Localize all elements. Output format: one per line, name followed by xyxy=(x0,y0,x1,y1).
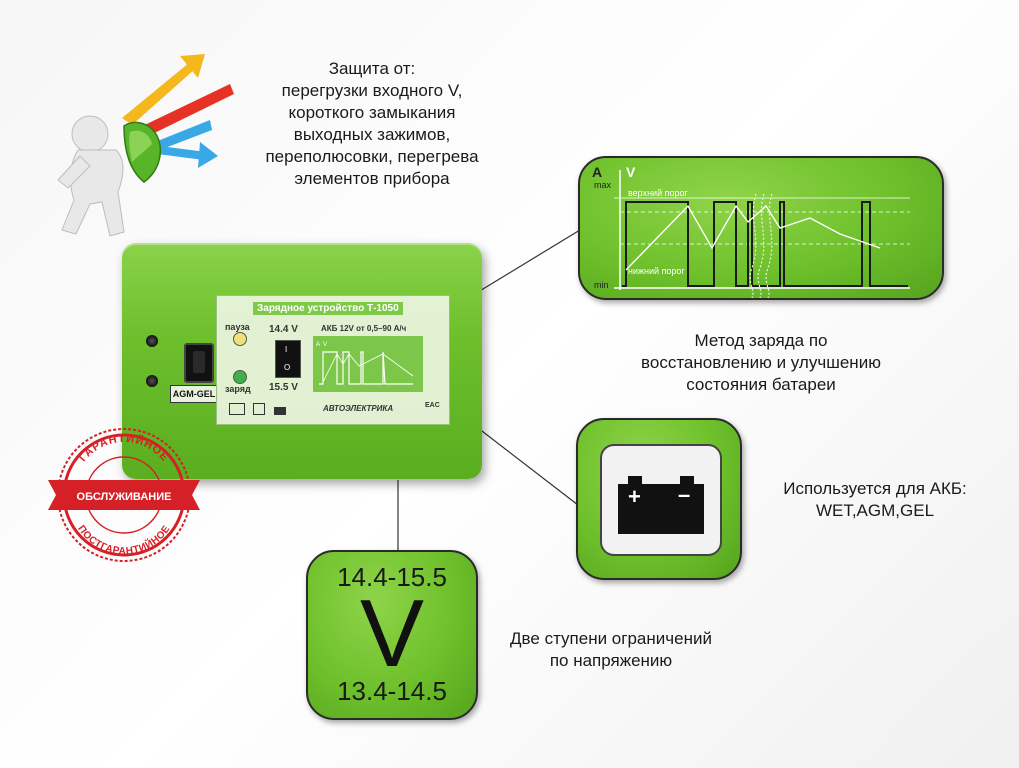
battery-line: WET,AGM,GEL xyxy=(815,501,935,520)
pause-label: пауза xyxy=(225,322,250,332)
stamp-banner-text: ОБСЛУЖИВАНИЕ xyxy=(77,491,172,503)
charge-label: заряд xyxy=(225,384,251,394)
car-icon xyxy=(229,403,245,415)
protection-line: короткого замыкания xyxy=(288,103,456,122)
brand-logo: АВТОЭЛЕКТРИКА xyxy=(323,404,394,413)
graph-axis-v: V xyxy=(626,164,636,180)
charge-method-line: восстановлению и улучшению xyxy=(641,353,881,372)
battery-small-icon xyxy=(273,407,286,415)
indicator-dot-bottom xyxy=(146,375,158,387)
icon-row xyxy=(229,402,286,420)
voltage-caption-line: по напряжению xyxy=(549,651,673,670)
voltage-caption: Две ступени ограничений по напряжению xyxy=(486,628,736,672)
graph-lower-threshold: нижний порог xyxy=(628,266,685,276)
charge-method-line: состояния батареи xyxy=(686,375,836,394)
graph-min-label: min xyxy=(594,280,609,290)
graph-axis-a: A xyxy=(592,164,603,180)
graph-upper-threshold: верхний порог xyxy=(628,188,688,198)
person-icon xyxy=(57,115,125,237)
battery-panel: + – xyxy=(600,444,722,556)
eac-mark: EAC xyxy=(425,402,440,409)
protection-line: перегрузки входного V, xyxy=(281,81,463,100)
voltage-unit: V xyxy=(359,580,425,687)
warranty-stamp: ГАРАНТИЙНОЕ ПОСТГАРАНТИЙНОЕ ОБСЛУЖИВАНИЕ xyxy=(48,428,200,562)
voltage-low-label: 15.5 V xyxy=(269,382,298,393)
protection-line: выходных зажимов, xyxy=(293,125,451,144)
mini-graph-a-label: A xyxy=(316,342,320,348)
protection-line: элементов прибора xyxy=(294,169,450,188)
pause-led xyxy=(233,332,247,346)
protection-caption: Защита от: перегрузки входного V, коротк… xyxy=(222,58,522,190)
protection-figure-illustration xyxy=(57,54,234,237)
battery-plus: + xyxy=(628,484,641,509)
mini-charge-graph: A V xyxy=(313,336,423,392)
indicator-dot-top xyxy=(146,335,158,347)
battery-caption: Используется для АКБ: WET,AGM,GEL xyxy=(760,478,990,522)
info-icon xyxy=(253,403,266,415)
battery-spec-label: АКБ 12V от 0,5–90 А/ч xyxy=(321,324,407,333)
protection-line: переполюсовки, перегрева xyxy=(265,147,479,166)
mode-badge: AGM-GEL xyxy=(170,385,218,403)
charger-device: AGM-GEL Зарядное устройство Т-1050 пауза… xyxy=(122,243,482,479)
protection-line: Защита от: xyxy=(328,59,416,78)
switch-mark-bottom: O xyxy=(284,363,291,372)
charge-graph xyxy=(614,170,910,298)
switch-mark-top: I xyxy=(285,345,288,354)
shield-icon xyxy=(123,121,162,183)
battery-line: Используется для АКБ: xyxy=(783,479,967,498)
device-rocker-switch[interactable]: I O xyxy=(275,340,301,378)
voltage-high-label: 14.4 V xyxy=(269,324,298,335)
device-label-plate: Зарядное устройство Т-1050 пауза 14.4 V … xyxy=(216,295,450,425)
power-switch[interactable] xyxy=(184,343,214,383)
charge-graph-card: A V max min верхний порог нижний порог xyxy=(578,156,944,300)
mini-graph-v-label: V xyxy=(323,342,327,348)
svg-text:ПОСТГАРАНТИЙНОЕ: ПОСТГАРАНТИЙНОЕ xyxy=(75,524,172,558)
charge-method-line: Метод заряда по xyxy=(694,331,828,350)
stamp-bottom-text: ПОСТГАРАНТИЙНОЕ xyxy=(75,524,172,558)
charge-method-caption: Метод заряда по восстановлению и улучшен… xyxy=(606,330,916,396)
voltage-top-range: 14.4-15.5 xyxy=(337,562,447,592)
voltage-card: 14.4-15.5 V 13.4-14.5 xyxy=(306,550,478,720)
arrow-icon xyxy=(122,54,234,168)
graph-max-label: max xyxy=(594,180,612,190)
charge-led xyxy=(233,370,247,384)
battery-icon: + – xyxy=(618,476,704,534)
voltage-bottom-range: 13.4-14.5 xyxy=(337,676,447,706)
device-title: Зарядное устройство Т-1050 xyxy=(253,302,403,315)
battery-minus: – xyxy=(678,482,691,507)
battery-type-card: + – xyxy=(576,418,742,580)
voltage-caption-line: Две ступени ограничений xyxy=(510,629,712,648)
